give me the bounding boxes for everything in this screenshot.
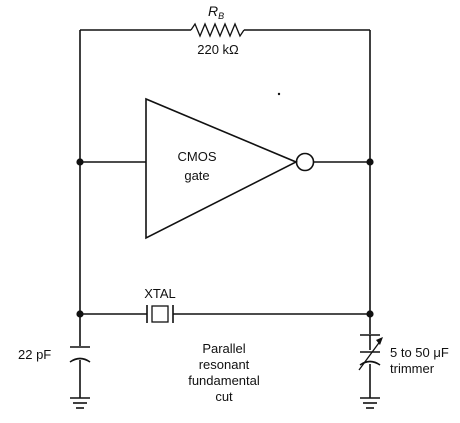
resistor-symbol: RB <box>208 3 224 21</box>
feedback-resistor: RB 220 kΩ <box>190 3 245 57</box>
trimmer-plate-bottom <box>359 360 381 366</box>
ground-left <box>70 397 90 409</box>
trimmer-capacitor-type: trimmer <box>390 361 435 376</box>
resistor-zigzag <box>190 22 245 38</box>
junction-dot <box>366 158 374 166</box>
wiring <box>79 29 371 398</box>
crystal-note-line3: fundamental <box>188 373 260 388</box>
resistor-value: 220 kΩ <box>197 42 239 57</box>
crystal-note-line1: Parallel <box>202 341 245 356</box>
gate-label-line2: gate <box>184 168 209 183</box>
crystal-note-line2: resonant <box>199 357 250 372</box>
ground-right <box>360 397 380 409</box>
cmos-inverter-gate: CMOS gate <box>145 97 315 240</box>
crystal-note-line4: cut <box>215 389 233 404</box>
trimmer-adjust-arrow <box>358 339 382 371</box>
inverter-bubble <box>295 152 315 172</box>
input-capacitor: 22 pF <box>18 346 91 363</box>
junction-dot <box>76 310 84 318</box>
crystal-body <box>151 305 169 323</box>
crystal-label: XTAL <box>144 286 176 301</box>
gate-triangle <box>145 97 298 240</box>
trimmer-capacitor-value: 5 to 50 μF <box>390 345 449 360</box>
input-capacitor-value: 22 pF <box>18 347 51 362</box>
scan-speck <box>277 92 281 96</box>
trimmer-capacitor: 5 to 50 μF trimmer <box>358 334 449 376</box>
trimmer-arrow-head <box>376 337 383 345</box>
crystal-notes: Parallel resonant fundamental cut <box>188 341 260 404</box>
crystal-xtal: XTAL <box>144 286 176 323</box>
junction-dot <box>366 310 374 318</box>
junctions <box>76 158 374 318</box>
junction-dot <box>76 158 84 166</box>
gate-label-line1: CMOS <box>178 149 217 164</box>
capacitor-plate-bottom <box>69 357 91 363</box>
